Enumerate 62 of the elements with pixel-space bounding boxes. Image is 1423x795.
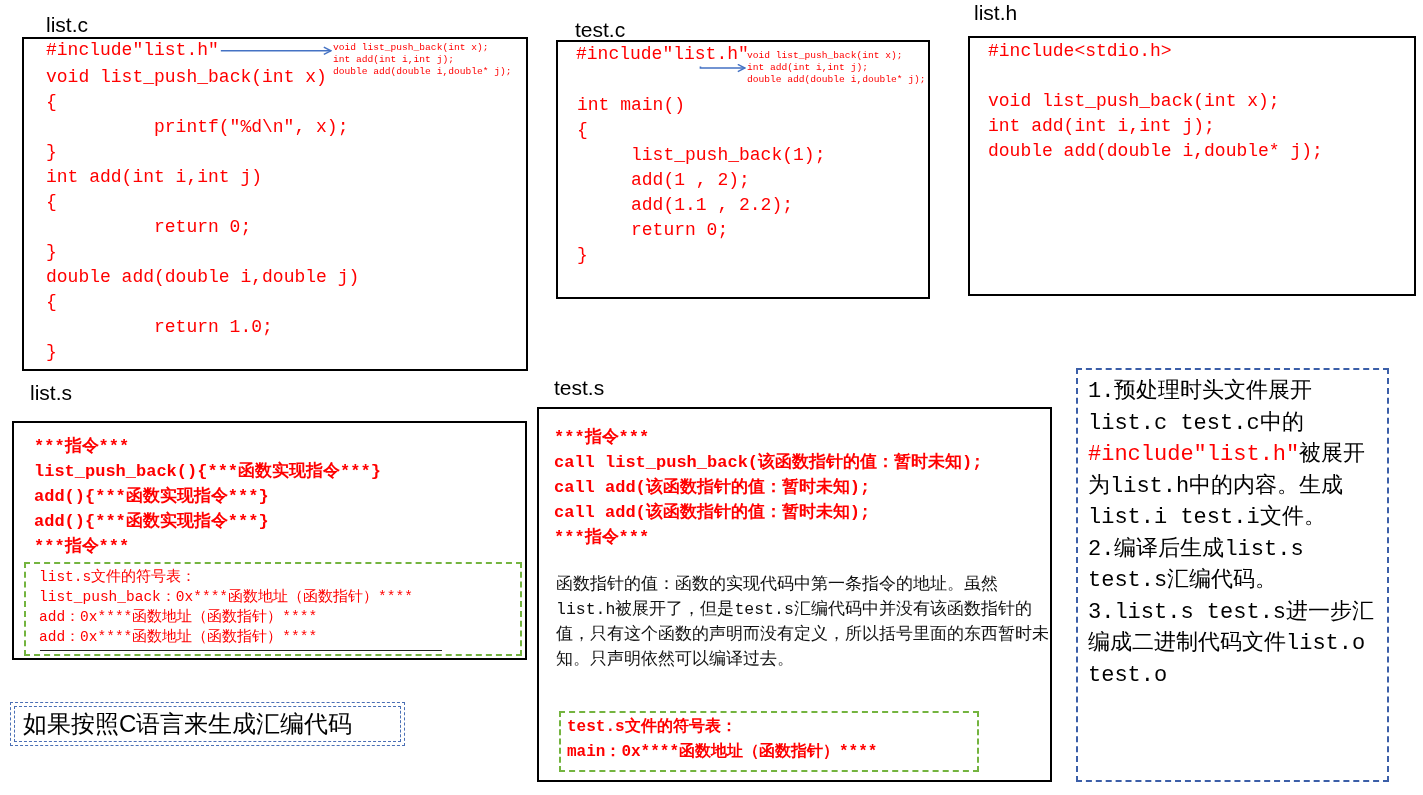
file-name-label: list.h [974,0,1018,26]
code-line: } [577,245,588,267]
code-line: call list_push_back(该函数指针的值：暂时未知); [554,453,983,474]
arrow [699,63,746,73]
code-line: ***指令*** [34,537,130,558]
code-line: { [46,292,57,314]
code-line: } [46,242,57,264]
declaration-line: int add(int i,int j); [747,62,869,74]
code-line: return 0; [631,220,729,242]
file-name-label: test.s [554,375,605,401]
note-text: 3.list.s test.s进一步汇编成二进制代码文件list.o test.o [1088,598,1376,690]
code-line: #include<stdio.h> [988,41,1172,63]
code-line: add(){***函数实现指令***} [34,512,269,533]
symbol-table-line: test.s文件的符号表： [567,718,737,738]
code-line: add(1.1 , 2.2); [631,195,794,217]
code-line: return 1.0; [154,317,273,339]
code-line: double add(double i,double j) [46,267,360,289]
arrow [220,46,332,56]
code-line: void list_push_back(int x) [46,67,327,89]
symbol-table-box [559,711,979,772]
code-line: list_push_back(1); [631,145,826,167]
code-line: } [46,142,57,164]
declaration-line: double add(double i,double* j); [747,74,926,86]
symbol-table-line: add：0x****函数地址（函数指针）**** [39,629,318,647]
code-line: ***指令*** [34,437,130,458]
code-line: list_push_back(){***函数实现指令***} [34,462,381,483]
note-box [1076,368,1389,782]
code-line: call add(该函数指针的值：暂时未知); [554,503,871,524]
note-text: 2.编译后生成list.s test.s汇编代码。 [1088,535,1305,595]
symbol-table-line: add：0x****函数地址（函数指针）**** [39,609,318,627]
code-line: int main() [577,95,686,117]
declaration-line: void list_push_back(int x); [333,42,490,54]
declaration-line: double add(double i,double* j); [333,66,512,78]
code-line: void list_push_back(int x); [988,91,1280,113]
code-line: call add(该函数指针的值：暂时未知); [554,478,871,499]
code-line: add(){***函数实现指令***} [34,487,269,508]
code-line: double add(double i,double* j); [988,141,1323,163]
explanation-text: 函数指针的值：函数的实现代码中第一条指令的地址。虽然list.h被展开了，但是test.s汇编代码中并没有该函数指针的值，只有这个函数的声明而没有定义，所以括号里面的东西暂时未知。只声明依然可以编译过去。 [556,574,1050,671]
code-line: printf(″%d\n″, x); [154,117,349,139]
include-directive: #include″list.h″ [46,40,219,62]
note-text: 1.预处理时头文件展开list.c test.c中的 #include″list.h″被展开为list.h中的内容。生成list.i test.i文件。 [1088,377,1367,532]
code-line: add(1 , 2); [631,170,750,192]
code-line: int add(int i,int j); [988,116,1215,138]
caption-text: 如果按照C语言来生成汇编代码 [23,710,353,739]
declaration-line: void list_push_back(int x); [747,50,904,62]
title-box [10,702,405,746]
code-line: ***指令*** [554,528,650,549]
code-line: ***指令*** [554,428,650,449]
code-line: return 0; [154,217,252,239]
code-line: { [46,92,57,114]
code-line: { [46,192,57,214]
file-name-label: test.c [575,17,626,43]
code-line: } [46,342,57,364]
code-line: int add(int i,int j) [46,167,263,189]
file-name-label: list.c [46,12,88,38]
declaration-line: int add(int i,int j); [333,54,455,66]
symbol-table-line: main：0x****函数地址（函数指针）**** [567,743,878,763]
symbol-table-line: list_push_back：0x****函数地址（函数指针）**** [39,589,413,607]
symbol-table-line: list.s文件的符号表： [39,569,197,587]
symbol-table-box [24,562,522,656]
file-name-label: list.s [30,380,72,406]
code-line: { [577,120,588,142]
